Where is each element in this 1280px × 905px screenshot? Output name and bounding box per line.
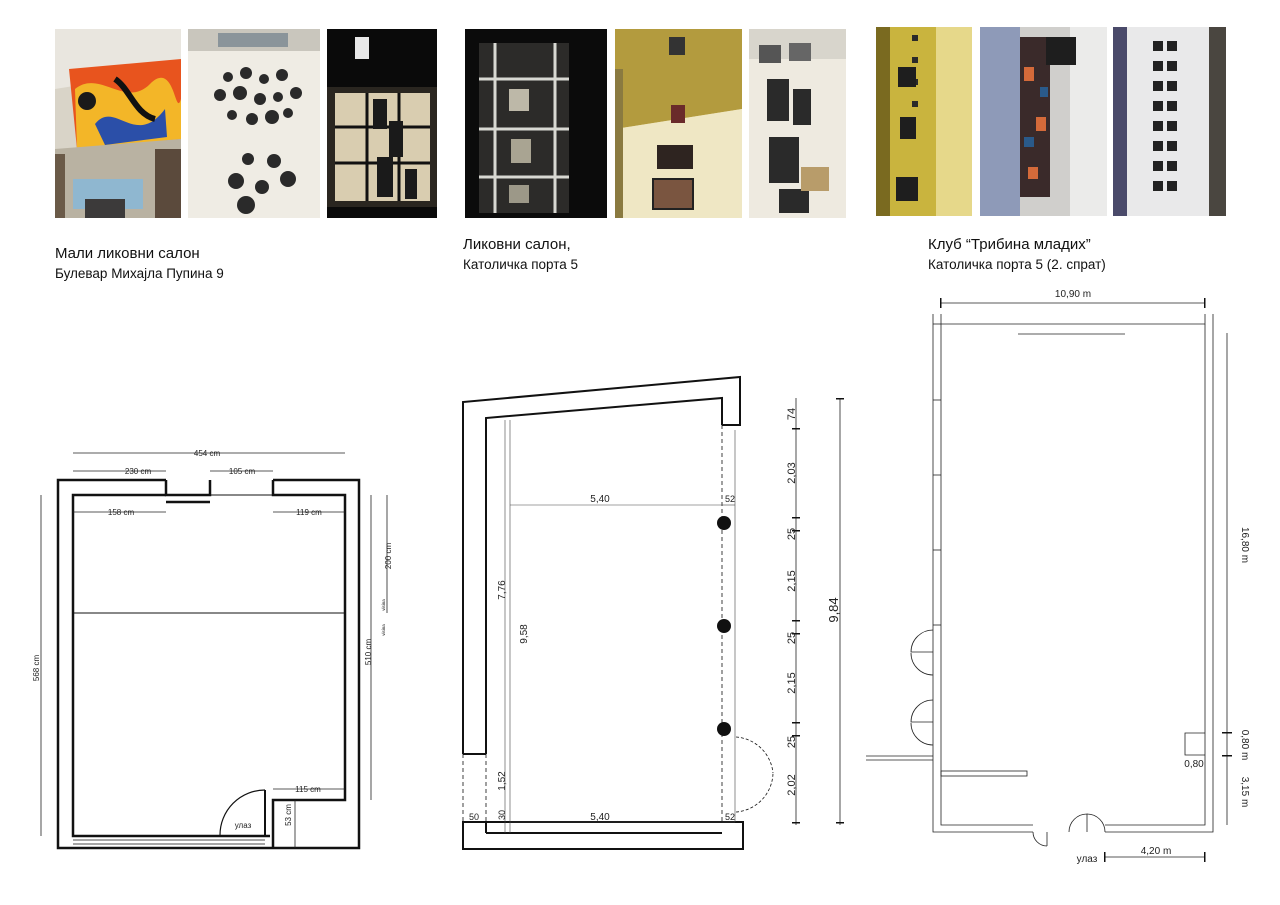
plan-1-bottom-right: 115 cm [295,785,321,794]
plan-3-d315: 3,15 m [1239,777,1250,808]
photo-framed-works-hall [615,29,742,218]
plan-2-d50: 50 [469,812,479,822]
plan-2-r202: 2,02 [786,774,798,795]
plan-2-d30: 30 [497,810,507,820]
plan-2-r25b: 25 [786,632,798,644]
photo-opening-visitors [749,29,846,218]
plan-2-d52-top: 52 [725,494,735,504]
plan-1-dimension-lines [40,452,388,848]
plan-2-tick-marks [792,398,844,824]
photo-club-event-crowd [980,27,1107,216]
venue-3-name: Клуб “Трибина младих” [928,236,1091,253]
venue-2-caption: Ликовни салон, Католичка порта 5 [463,235,578,275]
plan-1-height-total: 568 cm [32,655,41,682]
plan-2-r215b: 2,15 [786,672,798,693]
plan-1-inner-right: 119 cm [296,508,322,517]
venue-3-address: Католичка порта 5 (2. спрат) [928,257,1106,272]
plan-3-door-offset: 4,20 m [1141,846,1172,857]
plan-2-r215a: 2,15 [786,570,798,591]
plan-2-r74: 74 [786,408,798,420]
photo-night-entrance [327,29,437,218]
plan-1-height-upper: 200 cm [384,543,393,570]
plan-2-r25c: 25 [786,736,798,748]
plan-2-d52-bottom: 52 [725,812,735,822]
photo-mirror-installation [188,29,320,218]
plan-1-height-mark-1: visina [381,599,386,611]
plan-2-door [735,736,774,813]
plan-3-doors [910,629,1106,847]
photo-photo-grid-wall [1113,27,1226,216]
plan-1-overall-width: 454 cm [194,449,221,458]
photo-painted-ceiling-room [55,29,181,218]
plan-2-r25a: 25 [786,528,798,540]
photo-dark-corridor [465,29,607,218]
plan-1-seg-left: 230 cm [125,467,152,476]
venue-1-address: Булевар Михајла Пупина 9 [55,266,224,281]
plan-3-dimension-lines [941,302,1228,858]
plan-2-h152: 1,52 [497,771,508,791]
plan-2-r203: 2,03 [786,462,798,483]
plan-2-inner-lines [504,420,736,833]
plan-2-dimension-lines [795,398,841,825]
plan-2-h958: 9,58 [519,624,530,644]
plan-2-columns [717,516,731,736]
plan-1-height-mark-2: visina [381,624,386,636]
plan-1-seg-right: 105 cm [229,467,256,476]
plan-3-width: 10,90 m [1055,289,1091,300]
plan-3-tick-marks [940,298,1232,862]
plan-2-walls [462,375,744,850]
venue-2-address: Католичка порта 5 [463,257,579,272]
plan-1-inner-left: 158 cm [108,508,135,517]
plan-1-entry-depth: 53 cm [284,804,293,826]
plan-1-height-inner: 510 cm [364,639,373,666]
plan-1-walls [56,478,361,850]
plan-3-niche: 0,80 [1184,759,1204,770]
venue-1-name: Мали ликовни салон [55,245,200,262]
plan-2-h984: 9,84 [826,597,841,622]
plan-2-width-bottom: 5,40 [590,812,610,823]
plan-3-length: 16,80 m [1239,527,1250,563]
plan-2-h776: 7,76 [497,580,508,600]
venue-1-caption: Мали ликовни салон Булевар Михајла Пупин… [55,244,224,284]
plan-2-width-top: 5,40 [590,494,610,505]
photo-yellow-club-hall [876,27,972,216]
venue-2-name: Ликовни салон, [463,236,571,253]
venue-3-caption: Клуб “Трибина младих” Католичка порта 5 … [928,235,1106,275]
plan-3-walls [866,314,1214,833]
plan-3-entrance-label: улаз [1077,854,1098,865]
plan-3-d080: 0,80 m [1239,730,1250,761]
plan-1-entrance-label: улаз [235,821,252,830]
